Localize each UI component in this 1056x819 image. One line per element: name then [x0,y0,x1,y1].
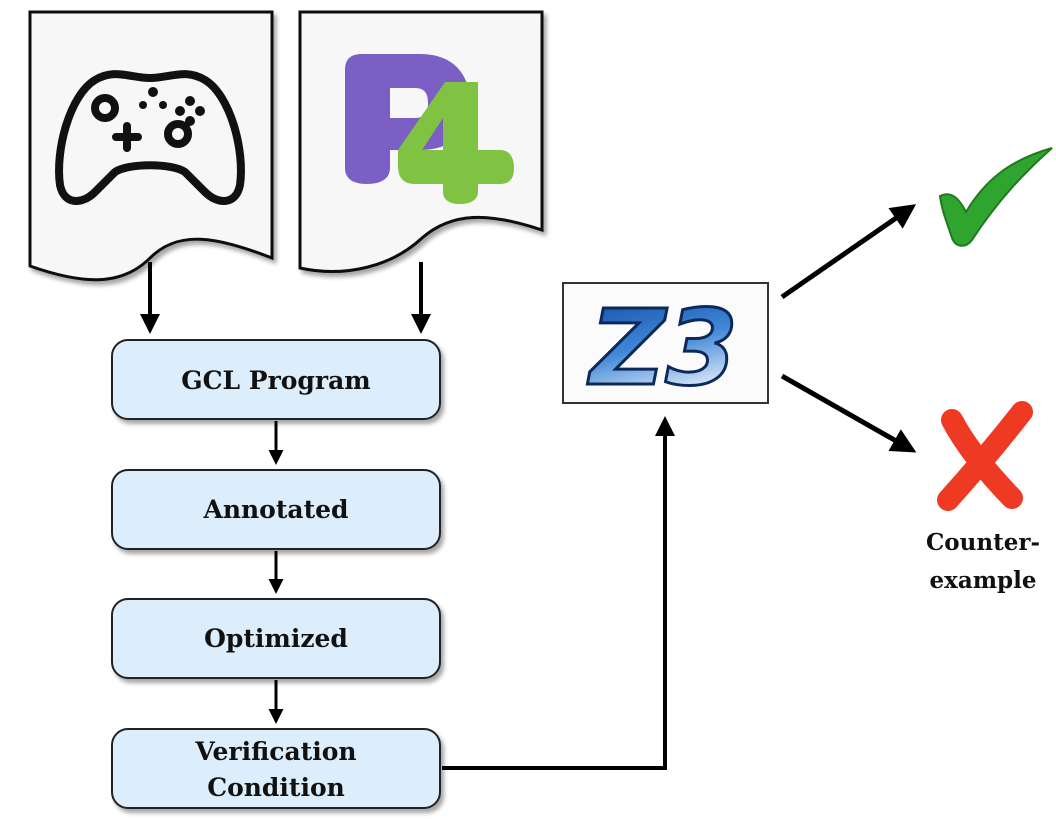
arrow-z3-to-failure [780,373,917,453]
z3-solver: Z3 [562,282,769,411]
step-gcl-program-label: GCL Program [181,366,370,395]
red-cross-icon [937,401,1033,511]
p4-logo-icon [345,54,514,204]
green-checkmark-icon [938,147,1053,247]
step-vc-label-line1: Verification [194,737,356,766]
step-optimized: Optimized [111,598,441,679]
step-optimized-label: Optimized [204,624,348,653]
step-vc-label-line2: Condition [207,773,345,802]
z3-logo-icon: Z3 [587,287,738,409]
step-annotated: Annotated [111,469,441,550]
counterexample-label-line2: example [929,567,1036,594]
step-annotated-label: Annotated [202,495,348,524]
counterexample-label-line1: Counter- [926,529,1040,556]
controller-document [28,10,274,282]
arrow-z3-to-success [780,204,917,300]
step-gcl-program: GCL Program [111,339,441,420]
arrow-vc-to-z3 [442,416,675,770]
game-controller-icon [55,70,245,205]
step-verification-condition: Verification Condition [111,728,441,809]
controller-buttons [139,87,205,126]
p4-document [298,10,544,273]
